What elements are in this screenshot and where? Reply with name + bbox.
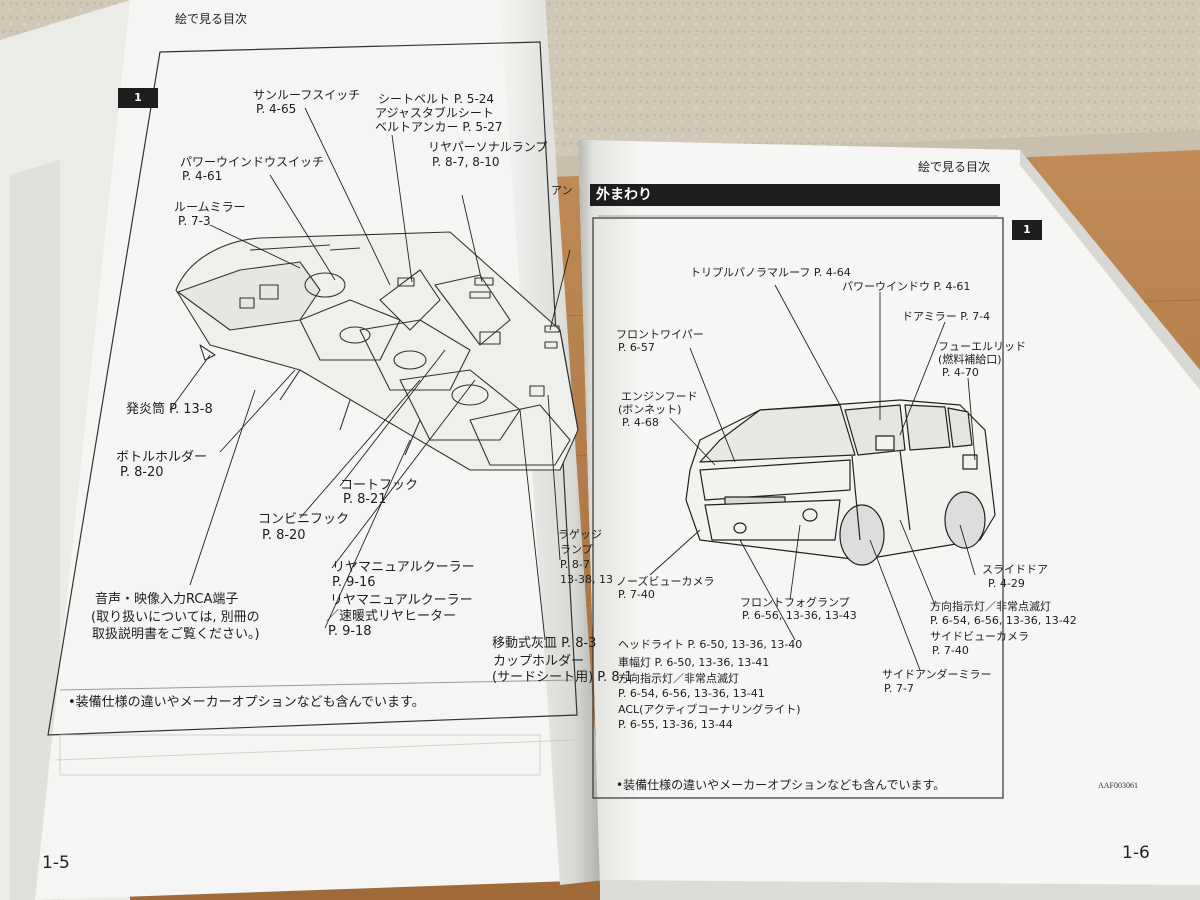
label-rear-manual-cooler-2: リヤマニュアルクーラー: [330, 593, 473, 609]
left-page-number: 1-5: [42, 853, 70, 873]
label-front-fog: フロントフォグランプ: [740, 596, 850, 609]
section-title-bar: 外まわり: [590, 184, 1000, 206]
label-side-under-mirror-page: P. 7-7: [884, 682, 914, 695]
label-nose-view-camera-page: P. 7-40: [618, 588, 655, 601]
label-door-mirror: ドアミラー P. 7-4: [902, 310, 990, 323]
label-power-window-switch-page: P. 4-61: [182, 169, 222, 183]
label-slide-door-page: P. 4-29: [988, 577, 1025, 590]
label-bonnet: (ボンネット): [618, 403, 681, 416]
label-adjustable-seat: アジャスタブルシート: [375, 106, 494, 120]
label-side-view-camera: サイドビューカメラ: [930, 630, 1029, 643]
label-room-mirror-page: P. 7-3: [178, 214, 211, 228]
label-belt-anchor: ベルトアンカー P. 5-27: [375, 120, 503, 134]
right-footnote: •装備仕様の違いやメーカーオプションなども含んでいます。: [616, 778, 945, 792]
label-cut-off-1: アン: [551, 184, 573, 197]
label-turn-signal-page: P. 6-54, 6-56, 13-36, 13-42: [930, 614, 1077, 627]
label-fuel-lid-sub: (燃料補給口): [938, 353, 1002, 366]
label-convenience-hook-page: P. 8-20: [262, 528, 306, 544]
label-headlight: ヘッドライト P. 6-50, 13-36, 13-40: [618, 638, 802, 651]
label-rca-note-1: (取り扱いについては, 別冊の: [91, 610, 260, 626]
label-fuel-lid-page: P. 4-70: [942, 366, 979, 379]
label-power-window: パワーウインドウ P. 4-61: [842, 280, 970, 293]
label-front-fog-page: P. 6-56, 13-36, 13-43: [742, 609, 857, 622]
label-cut-off-2: ラゲッジ: [558, 528, 602, 541]
label-cut-off-5: 13-38, 13: [560, 573, 613, 586]
left-chapter-tab: 1: [118, 88, 158, 108]
label-panorama-roof: トリプルパノラマルーフ P. 4-64: [690, 266, 851, 279]
label-rear-heater-page: P. 9-18: [328, 624, 372, 640]
label-rear-personal-lamp-page: P. 8-7, 8-10: [432, 155, 499, 169]
label-flare: 発炎筒 P. 13-8: [126, 402, 213, 418]
right-chapter-tab: 1: [1012, 220, 1042, 240]
label-turn-signal: 方向指示灯／非常点滅灯: [930, 600, 1051, 613]
label-turn-signal-2: 方向指示灯／非常点滅灯: [618, 672, 739, 685]
label-acl-page: P. 6-55, 13-36, 13-44: [618, 718, 733, 731]
label-engine-hood: エンジンフード: [621, 390, 698, 403]
label-rear-heater: ／速暖式リヤヒーター: [326, 609, 456, 625]
label-fuel-lid: フューエルリッド: [938, 340, 1026, 353]
label-bottle-holder: ボトルホルダー: [116, 450, 207, 466]
label-turn-signal-2-page: P. 6-54, 6-56, 13-36, 13-41: [618, 687, 765, 700]
right-page-number: 1-6: [1122, 843, 1150, 863]
label-acl: ACL(アクティブコーナリングライト): [618, 703, 801, 716]
label-rear-manual-cooler: リヤマニュアルクーラー: [332, 560, 475, 576]
figure-code: AAF003061: [1098, 781, 1138, 790]
label-side-view-camera-page: P. 7-40: [932, 644, 969, 657]
label-rca-note-2: 取扱説明書をご覧ください。): [92, 627, 260, 643]
label-rear-manual-cooler-page: P. 9-16: [332, 575, 376, 591]
label-engine-hood-page: P. 4-68: [622, 416, 659, 429]
label-cut-off-4: P. 8-7: [560, 558, 590, 571]
label-power-window-switch: パワーウインドウスイッチ: [180, 155, 324, 169]
label-sunroof-switch-page: P. 4-65: [256, 102, 296, 116]
label-convenience-hook: コンビニフック: [258, 512, 349, 528]
label-seatbelt: シートベルト P. 5-24: [378, 92, 494, 106]
label-side-under-mirror: サイドアンダーミラー: [882, 668, 992, 681]
label-front-wiper: フロントワイパー: [616, 328, 704, 341]
label-clearance-lamp: 車幅灯 P. 6-50, 13-36, 13-41: [618, 656, 769, 669]
right-page-header: 絵で見る目次: [918, 158, 990, 175]
label-bottle-holder-page: P. 8-20: [120, 465, 164, 481]
label-front-wiper-page: P. 6-57: [618, 341, 655, 354]
label-nose-view-camera: ノーズビューカメラ: [616, 575, 714, 588]
label-ashtray: 移動式灰皿 P. 8-3: [492, 636, 596, 652]
label-cup-holder: カップホルダー: [493, 654, 584, 670]
label-rear-personal-lamp: リヤパーソナルランプ: [428, 140, 547, 154]
label-cut-off-3: ランプ: [560, 543, 593, 556]
label-coat-hook-page: P. 8-21: [343, 492, 387, 508]
label-third-seat: (サードシート用) P. 8-1: [492, 670, 633, 686]
left-footnote: •装備仕様の違いやメーカーオプションなども含んでいます。: [68, 695, 425, 711]
label-slide-door: スライドドア: [982, 563, 1048, 576]
left-page-header: 絵で見る目次: [175, 10, 247, 27]
label-room-mirror: ルームミラー: [174, 200, 246, 214]
label-sunroof-switch: サンルーフスイッチ: [253, 88, 360, 102]
label-rca-terminal: 音声・映像入力RCA端子: [95, 592, 238, 608]
